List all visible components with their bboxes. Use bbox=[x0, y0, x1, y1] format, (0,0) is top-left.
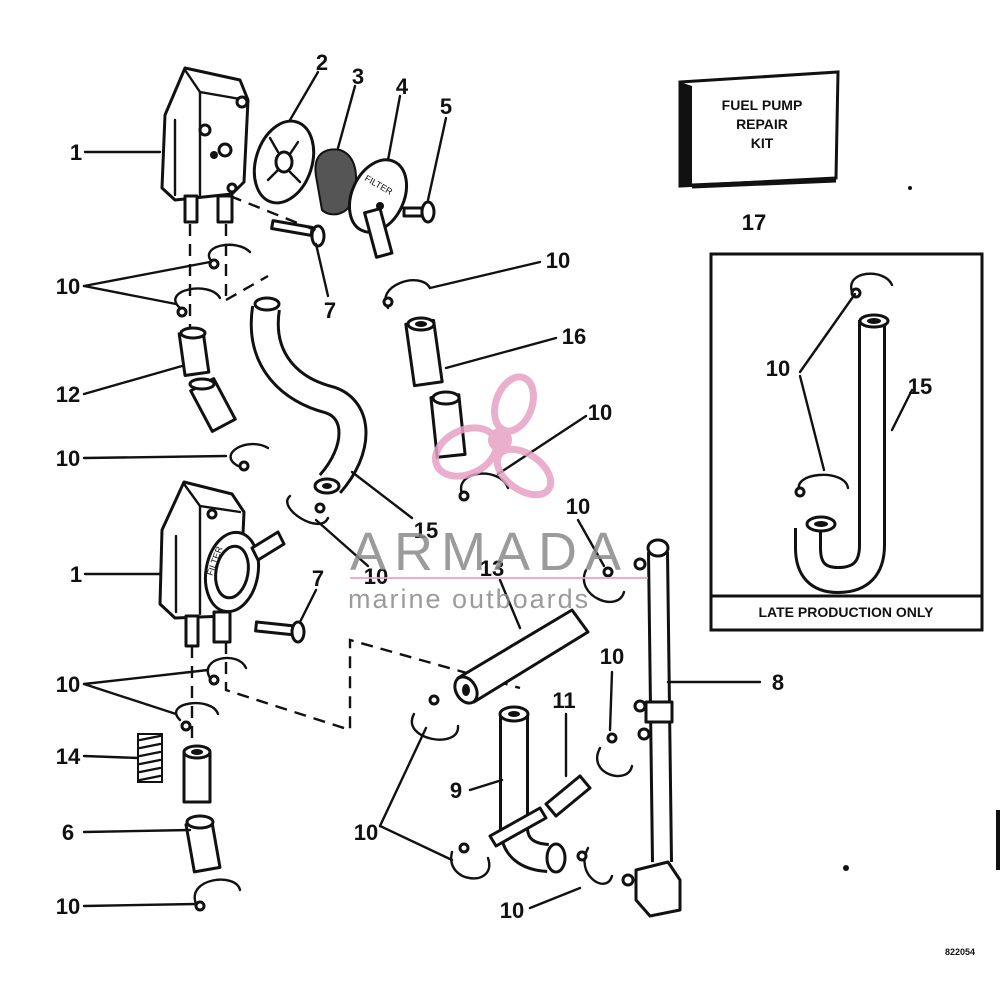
callout-10-upper-right: 10 bbox=[546, 248, 570, 273]
spring-14 bbox=[137, 733, 163, 783]
hose-12 bbox=[177, 326, 237, 433]
kit-label-line2: REPAIR bbox=[736, 116, 788, 132]
callout-4: 4 bbox=[396, 74, 409, 99]
clamp-right-lower bbox=[596, 732, 634, 778]
clamp-upper-right bbox=[382, 279, 432, 310]
screen-3 bbox=[314, 148, 358, 216]
clamp-bottom-mid bbox=[450, 842, 491, 880]
hose-9 bbox=[488, 705, 567, 874]
callout-10-near-15: 10 bbox=[364, 564, 388, 589]
callout-17: 17 bbox=[742, 210, 766, 235]
callout-9: 9 bbox=[450, 778, 462, 803]
clamp-upper-b bbox=[174, 287, 222, 318]
callout-8: 8 bbox=[772, 670, 784, 695]
clamp-lower-b bbox=[175, 701, 220, 732]
bolt-7-lower bbox=[254, 620, 306, 644]
callout-10-right-lower: 10 bbox=[600, 644, 624, 669]
inset-clamp-bottom bbox=[797, 473, 850, 494]
callout-14: 14 bbox=[56, 744, 81, 769]
hose-13 bbox=[453, 608, 590, 705]
callout-10-right-upper: 10 bbox=[566, 494, 590, 519]
callout-10-right-mid: 10 bbox=[588, 400, 612, 425]
filter-cover-4: FILTER bbox=[347, 158, 409, 259]
hose-15 bbox=[249, 296, 368, 495]
callout-5: 5 bbox=[440, 94, 452, 119]
callout-12: 12 bbox=[56, 382, 80, 407]
callout-10-bottom-left: 10 bbox=[56, 894, 80, 919]
watermark-brand: ARMADA bbox=[350, 522, 629, 582]
callout-13: 13 bbox=[480, 556, 504, 581]
fitting-11 bbox=[544, 774, 592, 818]
callout-6: 6 bbox=[62, 820, 74, 845]
callout-10-bottom-right: 10 bbox=[500, 898, 524, 923]
inset-hose-15 bbox=[797, 320, 883, 592]
bolt-7-upper bbox=[270, 219, 326, 248]
diaphragm-2 bbox=[252, 119, 316, 205]
callout-10-mid-left: 10 bbox=[56, 446, 80, 471]
propeller-logo bbox=[432, 373, 555, 499]
fuel-pump-upper bbox=[160, 66, 250, 224]
callout-10-inset: 10 bbox=[766, 356, 790, 381]
kit-label-line3: KIT bbox=[751, 135, 774, 151]
callout-1-upper: 1 bbox=[70, 140, 82, 165]
callout-11: 11 bbox=[552, 688, 575, 713]
part-code: 822054 bbox=[945, 947, 975, 957]
callout-16: 16 bbox=[562, 324, 586, 349]
hose-16 bbox=[404, 316, 467, 459]
clamp-bottom-left bbox=[193, 878, 242, 912]
inset-clamp-top bbox=[850, 272, 894, 294]
callout-2: 2 bbox=[316, 50, 328, 75]
hose-6 bbox=[182, 744, 222, 874]
watermark-tagline: marine outboards bbox=[348, 584, 590, 614]
callout-1-lower: 1 bbox=[70, 562, 82, 587]
fuel-pump-lower: FILTER bbox=[158, 480, 286, 648]
clamp-left-of-9 bbox=[410, 694, 460, 741]
callout-10-upper-left: 10 bbox=[56, 274, 80, 299]
callout-10-lower-mid: 10 bbox=[354, 820, 378, 845]
armada-watermark: ARMADA marine outboards bbox=[348, 373, 648, 614]
callout-15: 15 bbox=[414, 518, 438, 543]
callout-15-inset: 15 bbox=[908, 374, 932, 399]
callout-7-lower: 7 bbox=[312, 566, 324, 591]
clamp-lower-a bbox=[206, 656, 248, 686]
late-production-inset: LATE PRODUCTION ONLY bbox=[709, 252, 984, 632]
tube-8 bbox=[621, 538, 682, 918]
clamp-near-15 bbox=[286, 494, 330, 525]
clamp-upper-a bbox=[207, 243, 252, 270]
clamp-bottom-right bbox=[576, 846, 614, 885]
inset-caption: LATE PRODUCTION ONLY bbox=[758, 604, 934, 620]
callout-10-lower-left: 10 bbox=[56, 672, 80, 697]
clamp-mid-left bbox=[229, 442, 270, 472]
kit-label-line1: FUEL PUMP bbox=[722, 97, 803, 113]
callout-7-upper: 7 bbox=[324, 298, 336, 323]
screw-5 bbox=[402, 200, 436, 224]
callout-3: 3 bbox=[352, 64, 364, 89]
fuel-pump-repair-kit-box: FUEL PUMP REPAIR KIT bbox=[678, 70, 840, 189]
